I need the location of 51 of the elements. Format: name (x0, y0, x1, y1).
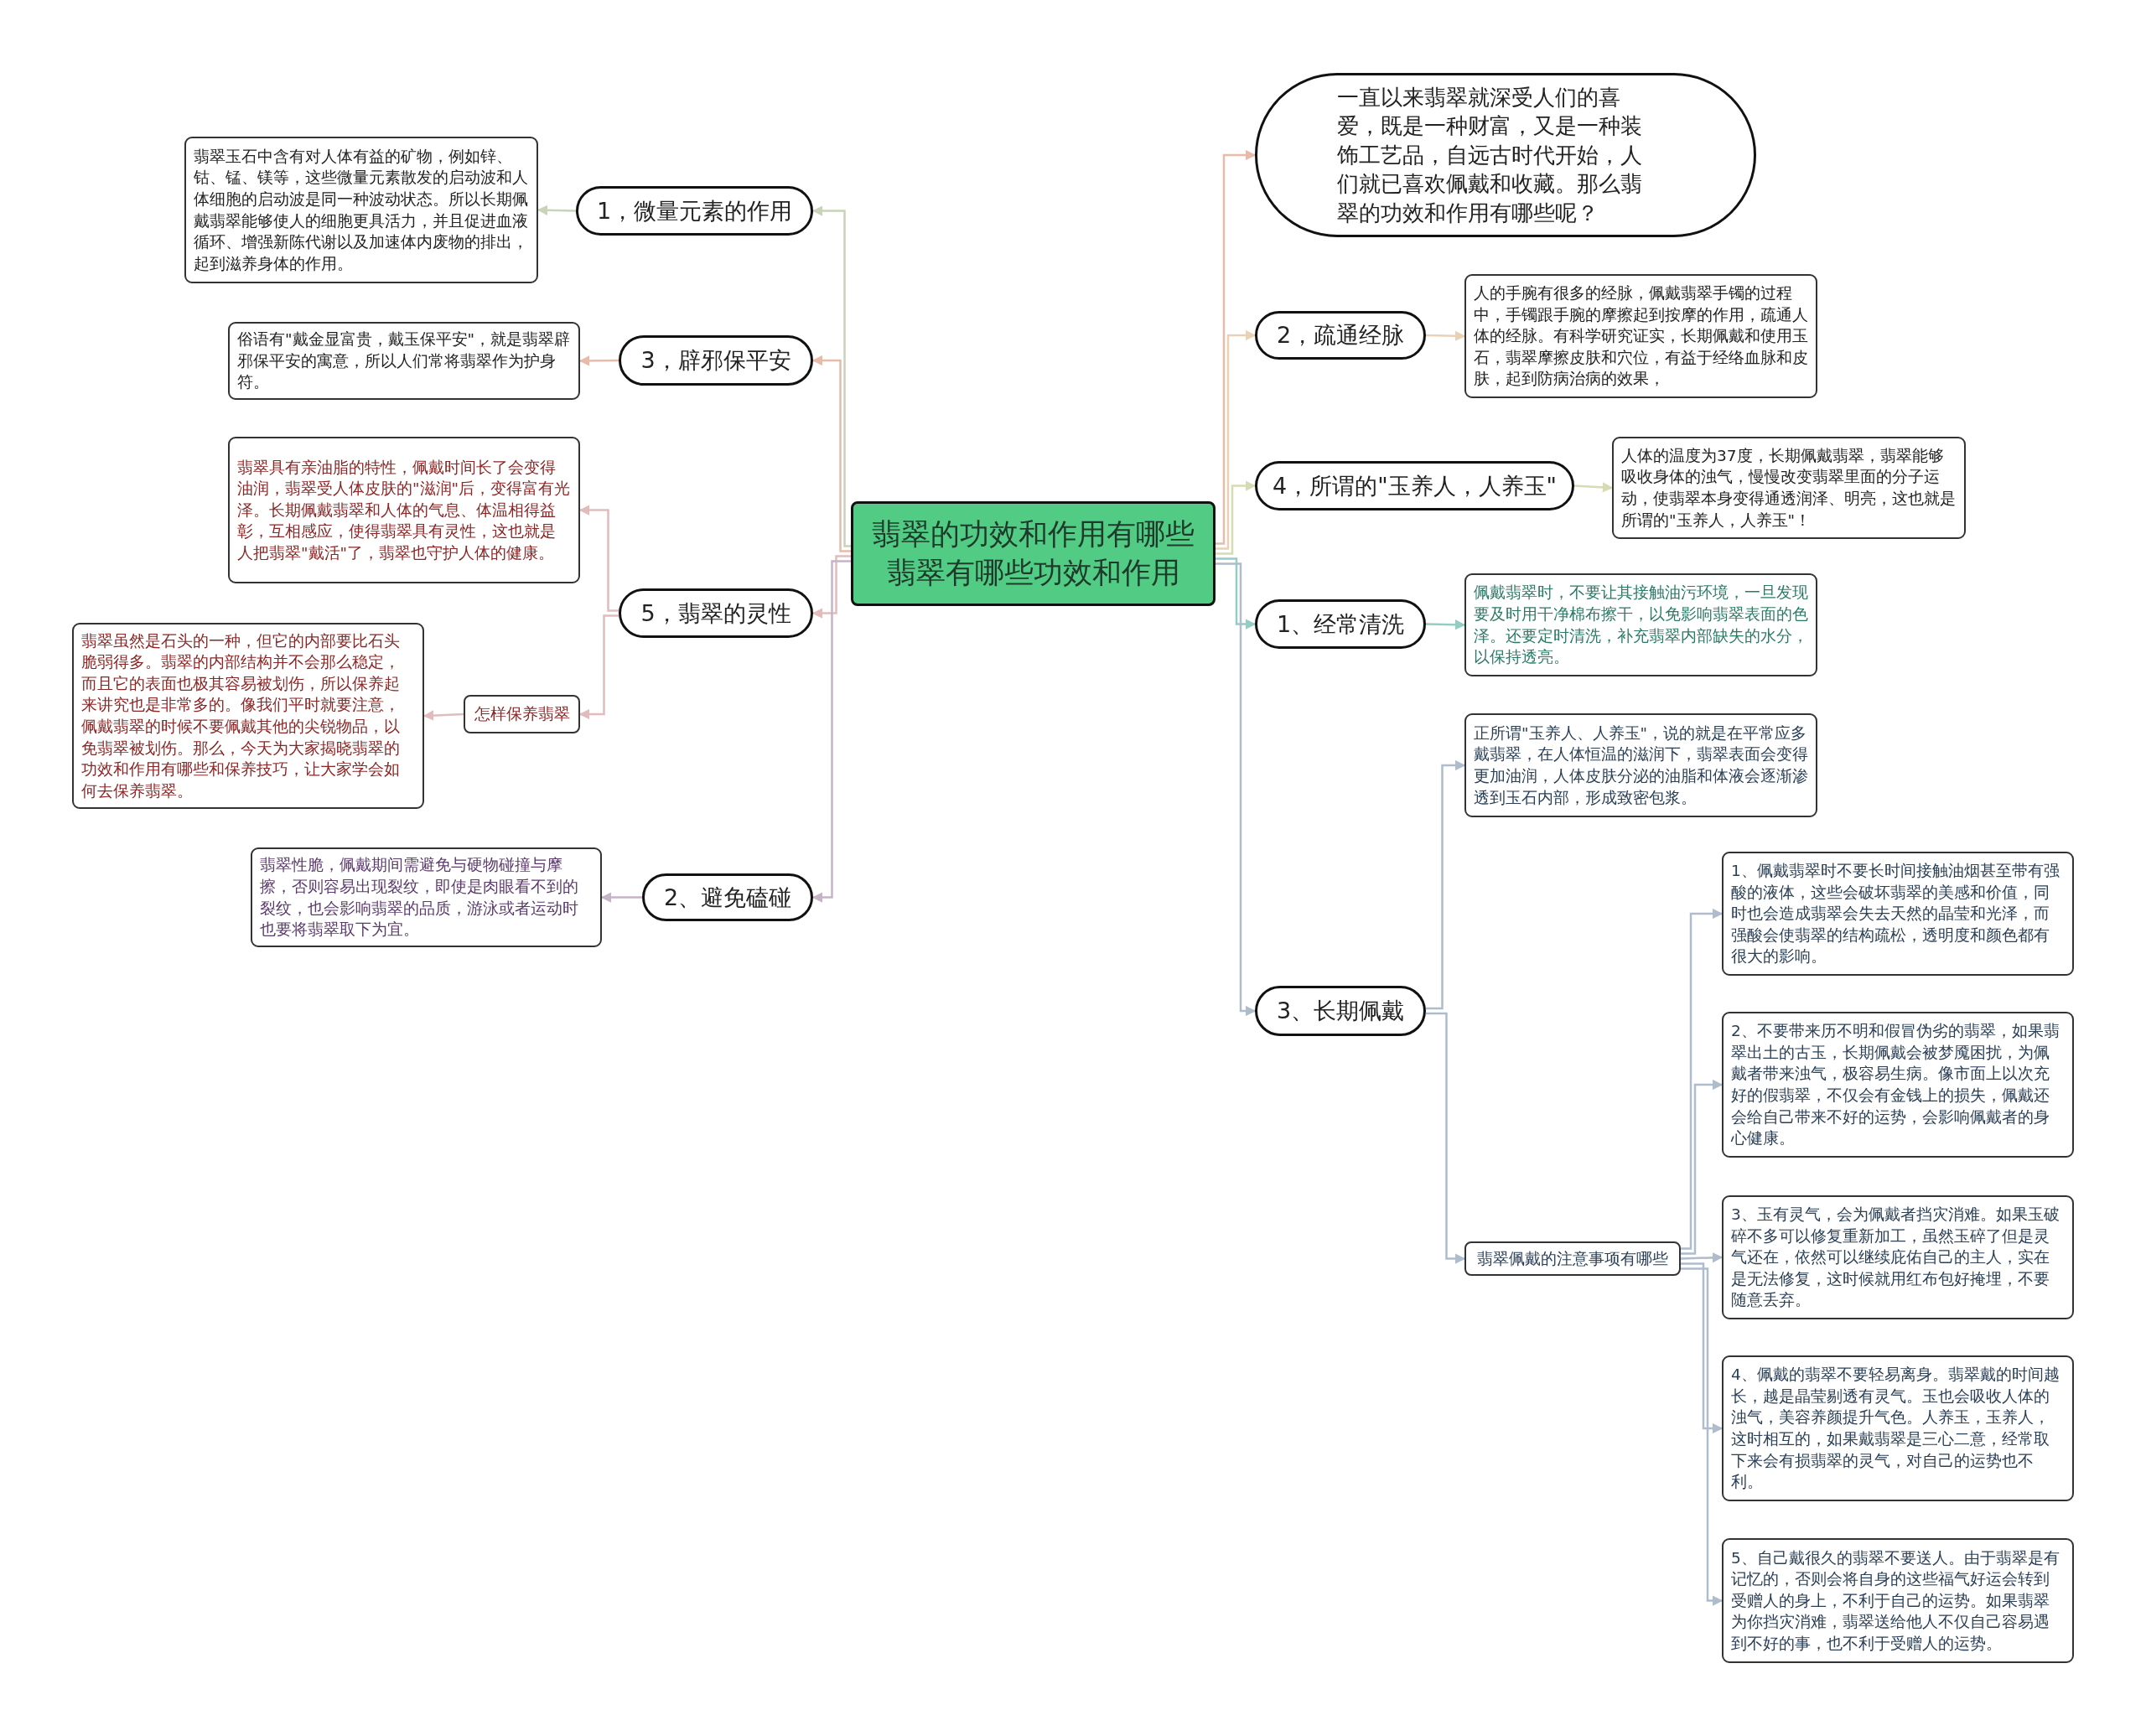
arrow (1425, 619, 1466, 630)
arrow (1681, 908, 1724, 1250)
text-box: 佩戴翡翠时，不要让其接触油污环境，一旦发现要及时用干净棉布擦干，以免影响翡翠表面的色泽。还要定时清洗，补充翡翠内部缺失的水分，以保持透亮。 (1464, 573, 1817, 676)
branch-pill: 3、长期佩戴 (1255, 986, 1426, 1036)
branch-pill: 3，辟邪保平安 (619, 335, 813, 386)
arrow (600, 892, 642, 903)
arrow (1425, 330, 1466, 341)
subtopic-box: 怎样保养翡翠 (464, 695, 580, 733)
text-box: 5、自己戴很久的翡翠不要送人。由于翡翠是有记忆的，否则会将自身的这些福气好运会转到受赠人的身上，不利于自己的运势。如果翡翠为你挡灾消难，翡翠送给他人不仅自己容易遇到不好的事，也不利于受赠人的运势。 (1722, 1538, 2074, 1663)
arrow (578, 505, 619, 612)
arrow (811, 205, 851, 547)
arrow (811, 560, 851, 903)
arrow (1216, 329, 1257, 550)
text-box: 2、不要带来历不明和假冒伪劣的翡翠，如果翡翠出土的古玉，长期佩戴会被梦魇困扰，为佩戴者带来浊气，极容易生病。像市面上以次充好的假翡翠，不仅会有金钱上的损失，佩戴还会给自己带来不好的运势，会影响佩戴者的身心健康。 (1722, 1012, 2074, 1158)
text-box: 翡翠玉石中含有对人体有益的矿物，例如锌、钴、锰、镁等，这些微量元素散发的启动波和人体细胞的启动波是同一种波动状态。所以长期佩戴翡翠能够使人的细胞更具活力，并且促进血液循环、增强新陈代谢以及加速体内废物的排出，起到滋养身体的作用。 (184, 137, 538, 283)
arrow (811, 555, 851, 619)
branch-pill: 2、避免磕碰 (642, 873, 813, 921)
text-box: 1、佩戴翡翠时不要长时间接触油烟甚至带有强酸的液体，这些会破坏翡翠的美感和价值，同时也会造成翡翠会失去天然的晶莹和光泽，而强酸会使翡翠的结构疏松，透明度和颜色都有很大的影响。 (1722, 852, 2074, 976)
arrow (536, 205, 577, 215)
text-box: 俗语有"戴金显富贵，戴玉保平安"，就是翡翠辟邪保平安的寓意，所以人们常将翡翠作为护身符。 (228, 322, 580, 400)
intro-bubble: 一直以来翡翠就深受人们的喜爱，既是一种财富，又是一种装饰工艺品，自远古时代开始，人们就已喜欢佩戴和收藏。那么翡翠的功效和作用有哪些呢？ (1255, 73, 1756, 237)
arrow (1681, 1262, 1724, 1434)
arrow (1681, 1079, 1724, 1255)
branch-pill: 4，所谓的"玉养人，人养玉" (1255, 461, 1574, 510)
text-box: 翡翠虽然是石头的一种，但它的内部要比石头脆弱得多。翡翠的内部结构并不会那么稳定，而且它的表面也极其容易被划伤，所以保养起来讲究也是非常多的。像我们平时就要注意，佩戴翡翠的时候不要佩戴其他的尖锐物品，以免翡翠被划伤。那么，今天为大家揭晓翡翠的功效和作用有哪些和保养技巧，让大家学会如何去保养翡翠。 (72, 623, 424, 809)
arrow (1680, 1252, 1724, 1263)
arrow (1573, 482, 1614, 493)
text-box: 人体的温度为37度，长期佩戴翡翠，翡翠能够吸收身体的浊气，慢慢改变翡翠里面的分子运动，使翡翠本身变得通透润泽、明亮，这也就是所谓的"玉养人，人养玉"！ (1612, 437, 1966, 539)
arrow (1216, 562, 1257, 1017)
arrow (1426, 1012, 1466, 1264)
arrow (1681, 1267, 1724, 1606)
text-box: 正所谓"玉养人、人养玉"，说的就是在平常应多戴翡翠，在人体恒温的滋润下，翡翠表面会变得更加油润，人体皮肤分泌的油脂和体液会逐渐渗透到玉石内部，形成致密包浆。 (1464, 713, 1817, 817)
text-box: 人的手腕有很多的经脉，佩戴翡翠手镯的过程中，手镯跟手腕的摩擦起到按摩的作用，疏通人体的经脉。有科学研究证实，长期佩戴和使用玉石，翡翠摩擦皮肤和穴位，有益于经络血脉和皮肤，起到防病治病的效果， (1464, 274, 1817, 398)
arrow (1426, 759, 1466, 1010)
branch-pill: 2，疏通经脉 (1255, 311, 1426, 360)
arrow (811, 355, 851, 552)
text-box: 翡翠性脆，佩戴期间需避免与硬物碰撞与摩擦，否则容易出现裂纹，即使是肉眼看不到的裂纹，也会影响翡翠的品质，游泳或者运动时也要将翡翠取下为宜。 (251, 847, 602, 947)
text-box: 翡翠具有亲油脂的特性，佩戴时间长了会变得油润，翡翠受人体皮肤的"滋润"后，变得富有光泽。长期佩戴翡翠和人体的气息、体温相得益彰，互相感应，使得翡翠具有灵性，这也就是人把翡翠"戴活"了，翡翠也守护人体的健康。 (228, 437, 580, 583)
arrow (1216, 149, 1257, 545)
arrow (1216, 557, 1257, 630)
arrow (578, 355, 619, 366)
arrow (1216, 480, 1257, 555)
branch-pill: 1，微量元素的作用 (576, 186, 813, 236)
text-box: 3、玉有灵气，会为佩戴者挡灾消难。如果玉破碎不多可以修复重新加工，虽然玉碎了但是灵气还在，依然可以继续庇佑自己的主人，实在是无法修复，这时候就用红布包好掩埋，不要随意丢弃。 (1722, 1195, 2074, 1319)
branch-pill: 1、经常清洗 (1255, 599, 1426, 649)
branch-pill: 5，翡翠的灵性 (619, 588, 813, 638)
text-box: 4、佩戴的翡翠不要轻易离身。翡翠戴的时间越长，越是晶莹剔透有灵气。玉也会吸收人体的浊气，美容养颜提升气色。人养玉，玉养人，这时相互的，如果戴翡翠是三心二意，经常取下来会有损翡翠的灵气，对自己的运势也不利。 (1722, 1355, 2074, 1501)
arrow (422, 710, 464, 721)
subtopic-box: 翡翠佩戴的注意事项有哪些 (1464, 1241, 1681, 1276)
arrow (578, 614, 619, 720)
central-topic-box: 翡翠的功效和作用有哪些翡翠有哪些功效和作用 (851, 501, 1216, 606)
